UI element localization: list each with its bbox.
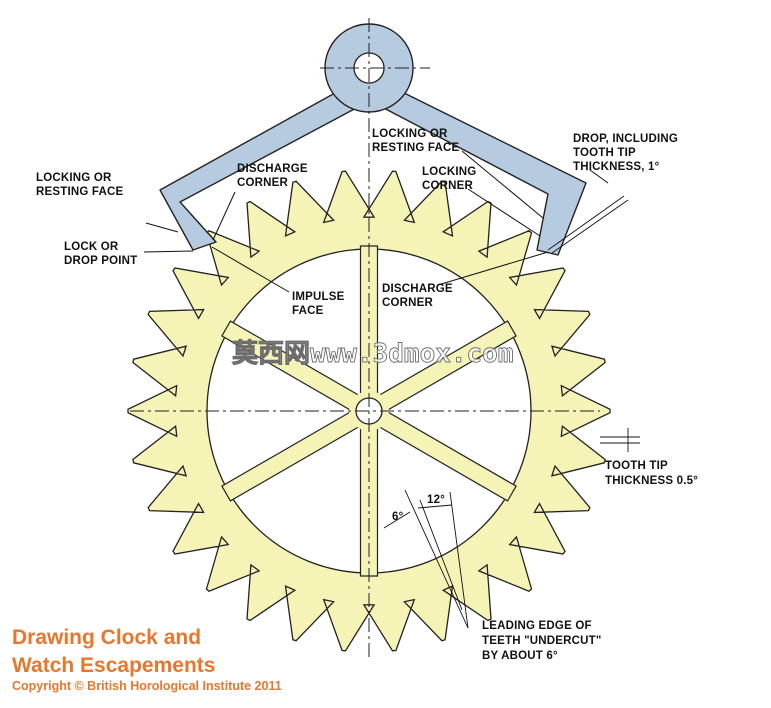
construction-lines bbox=[130, 18, 640, 660]
leader-locking-face-right bbox=[461, 150, 544, 219]
label-drop-including: DROP, INCLUDING TOOTH TIP THICKNESS, 1° bbox=[573, 133, 681, 173]
labels: LOCKING OR RESTING FACE DISCHARGE CORNER… bbox=[36, 128, 698, 662]
title-line-2: Watch Escapements bbox=[12, 654, 215, 677]
label-line: LEADING EDGE OF bbox=[482, 620, 592, 632]
leader-lock-point bbox=[143, 250, 194, 253]
label-discharge-corner-right: DISCHARGE CORNER bbox=[382, 283, 456, 309]
label-line: THICKNESS, 1° bbox=[573, 161, 660, 173]
label-line: LOCK OR bbox=[64, 241, 119, 253]
label-locking-face-left: LOCKING OR RESTING FACE bbox=[36, 172, 124, 198]
label-line: RESTING FACE bbox=[36, 186, 124, 198]
drop-line-b bbox=[551, 199, 629, 254]
leader-discharge-left bbox=[212, 191, 236, 241]
label-line: FACE bbox=[292, 305, 324, 317]
watermark-text: 莫西网www.3dmox.com bbox=[232, 339, 514, 369]
label-impulse-face: IMPULSE FACE bbox=[292, 291, 348, 317]
label-locking-corner: LOCKING CORNER bbox=[422, 166, 480, 192]
label-line: RESTING FACE bbox=[372, 142, 460, 154]
label-line: LOCKING bbox=[422, 166, 476, 178]
label-line: BY ABOUT 6° bbox=[482, 650, 558, 662]
label-line: TOOTH TIP bbox=[573, 147, 636, 159]
label-line: CORNER bbox=[382, 297, 434, 309]
angle-12-marker bbox=[417, 504, 453, 509]
undercut-line-c bbox=[449, 491, 469, 629]
angle-6-marker bbox=[383, 511, 411, 529]
label-line: THICKNESS 0.5° bbox=[605, 475, 698, 487]
label-line: CORNER bbox=[237, 177, 289, 189]
label-line: TOOTH TIP bbox=[605, 460, 668, 472]
label-line: CORNER bbox=[422, 180, 474, 192]
label-line: DISCHARGE bbox=[237, 163, 308, 175]
label-line: DISCHARGE bbox=[382, 283, 453, 295]
undercut-line-a bbox=[404, 489, 469, 629]
label-line: TEETH "UNDERCUT" bbox=[482, 635, 602, 647]
title-line-1: Drawing Clock and bbox=[12, 626, 201, 649]
leader-arrows bbox=[143, 150, 609, 293]
label-angle-6: 6° bbox=[392, 511, 404, 523]
leader-locking-face-left bbox=[145, 222, 179, 233]
label-line: DROP POINT bbox=[64, 255, 137, 267]
undercut-line-b bbox=[419, 499, 463, 611]
leader-locking-corner bbox=[467, 188, 541, 237]
label-discharge-corner-left: DISCHARGE CORNER bbox=[237, 163, 311, 189]
leader-impulse-face bbox=[211, 246, 290, 293]
label-line: LOCKING OR bbox=[372, 128, 448, 140]
leader-discharge-right bbox=[437, 251, 549, 286]
label-line: DROP, INCLUDING bbox=[573, 133, 678, 145]
label-lock-drop-point: LOCK OR DROP POINT bbox=[64, 241, 137, 267]
label-tooth-tip-thickness: TOOTH TIP THICKNESS 0.5° bbox=[605, 460, 698, 487]
copyright-text: Copyright © British Horological Institut… bbox=[12, 679, 282, 693]
leader-drop bbox=[589, 169, 609, 184]
label-locking-face-right: LOCKING OR RESTING FACE bbox=[372, 128, 460, 154]
label-line: IMPULSE bbox=[292, 291, 345, 303]
drop-line-a bbox=[547, 195, 625, 251]
label-line: LOCKING OR bbox=[36, 172, 112, 184]
label-leading-edge: LEADING EDGE OF TEETH "UNDERCUT" BY ABOU… bbox=[482, 620, 605, 662]
label-angle-12: 12° bbox=[427, 494, 445, 506]
